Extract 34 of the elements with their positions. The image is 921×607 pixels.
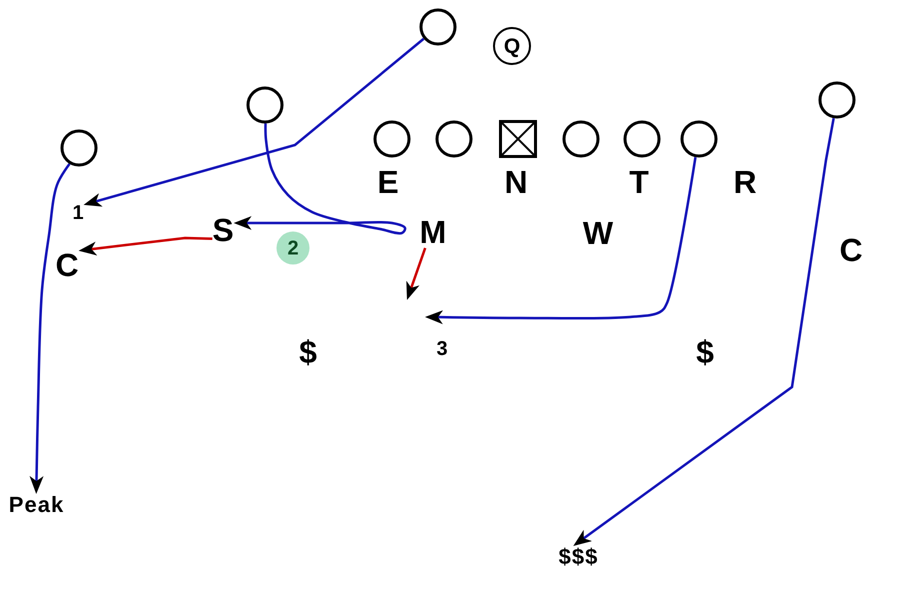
zone-label: Peak [8,494,64,516]
position-letter: S [212,214,234,246]
route-arrow [406,248,426,300]
player-circle [818,82,856,118]
player-circle [436,120,472,158]
lettered-circle: Q [493,27,531,65]
position-letter: E [377,166,399,198]
center-square [499,120,537,158]
route-arrow [30,163,71,494]
position-letter: C [839,234,863,266]
position-letter: $ [696,336,714,368]
player-circle [246,86,284,124]
route-arrow [425,156,697,324]
player-circle [374,120,410,158]
position-letter: C [55,249,79,281]
route-number-marker: 2 [276,232,310,264]
position-letter: T [629,166,649,198]
route-arrow [78,236,212,256]
player-circle [420,8,456,46]
player-circle [562,120,600,158]
position-letter: N [504,166,528,198]
route-arrow [234,123,406,235]
route-arrow [84,38,425,207]
position-letter: $ [299,336,317,368]
position-letter: W [582,217,614,249]
player-circle [624,120,660,158]
route-number: 3 [436,339,448,359]
position-letter: R [733,166,757,198]
position-letter: M [420,216,446,248]
player-circle [680,120,718,158]
zone-label: $$$ [558,546,598,568]
player-circle [60,130,98,166]
route-arrow [573,118,835,546]
route-number: 1 [72,203,84,223]
